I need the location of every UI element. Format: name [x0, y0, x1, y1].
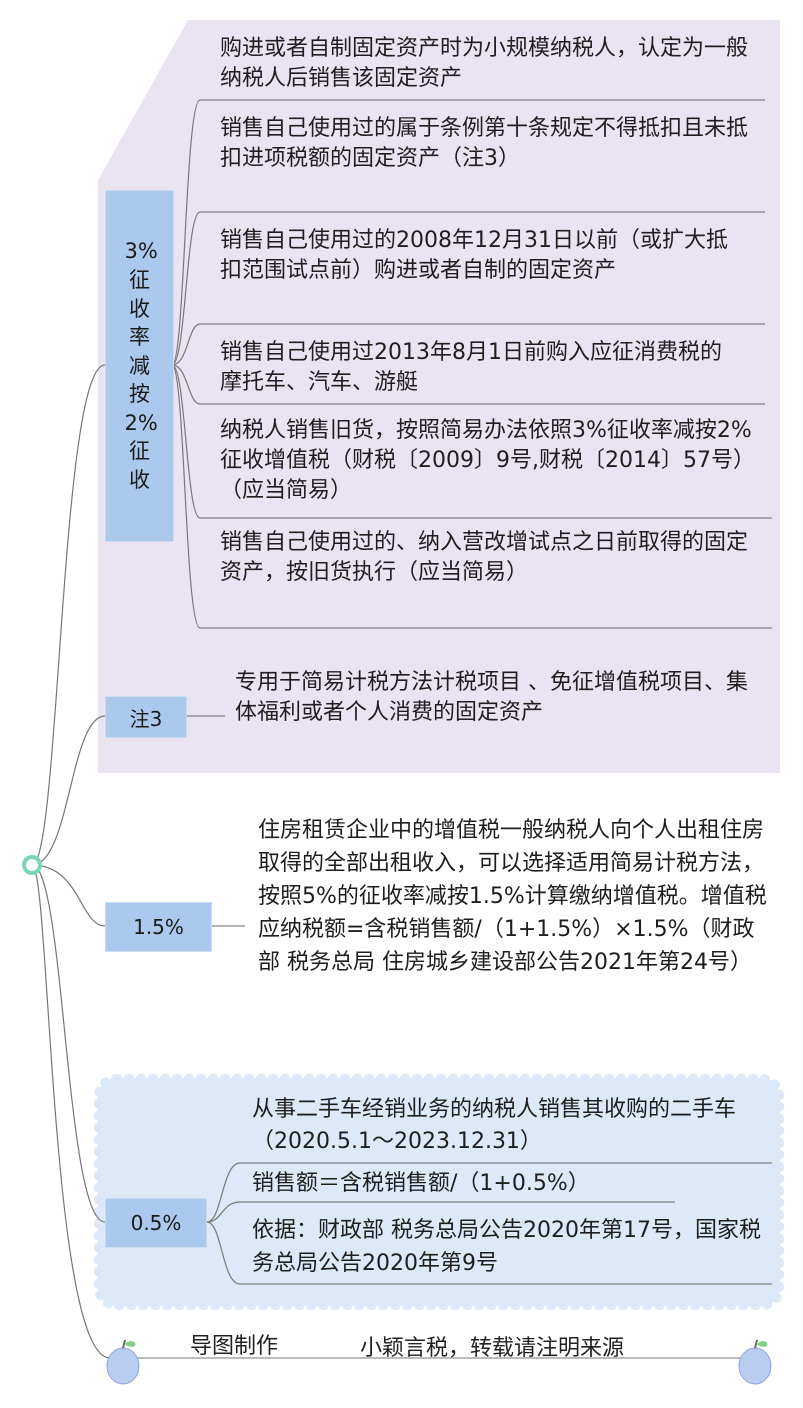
note3-text: 专用于简易计税方法计税项目 、免征增值税项目、集体福利或者个人消费的固定资产 — [235, 670, 748, 725]
note3-label: 注3 — [129, 706, 163, 731]
apple-icon — [738, 1339, 772, 1385]
branch-3pct-node[interactable]: 3%征收率减按2%征收 — [105, 190, 174, 542]
b05-connectors — [206, 1162, 241, 1285]
b05-item-3: 依据：财政部 税务总局公告2020年第17号，国家税务总局公告2020年第9号 — [252, 1218, 761, 1276]
note3-node[interactable]: 注3 — [105, 696, 187, 738]
branch-3pct-label: 3%征收率减按2%征收 — [124, 239, 158, 493]
b05-underlines — [240, 1162, 772, 1285]
group1-background — [98, 20, 780, 773]
root-connectors — [31, 364, 111, 1359]
branch-1-5pct-label: 1.5% — [133, 915, 184, 939]
b15-text: 住房租赁企业中的增值税一般纳税人向个人出租住房取得的全部出租收入，可以选择适用简… — [258, 818, 767, 975]
b3-item-4: 销售自己使用过2013年8月1日前购入应征消费税的摩托车、汽车、游艇 — [220, 340, 722, 395]
branch-0-5pct-label: 0.5% — [130, 1211, 182, 1235]
branch-1-5pct-node[interactable]: 1.5% — [105, 902, 212, 952]
b3-item-2: 销售自己使用过的属于条例第十条规定不得抵扣且未抵扣进项税额的固定资产（注3） — [220, 116, 749, 171]
b3-item-5: 纳税人销售旧货，按照简易办法依照3%征收率减按2%征收增值税（财税〔2009〕9… — [220, 418, 755, 503]
footer-left: 导图制作 — [190, 1334, 279, 1359]
b3-underlines — [200, 99, 772, 629]
b3-item-1: 购进或者自制固定资产时为小规模纳税人，认定为一般纳税人后销售该固定资产 — [220, 36, 749, 91]
apple-icon — [106, 1339, 140, 1385]
b3-item-3: 销售自己使用过的2008年12月31日以前（或扩大抵扣范围试点前）购进或者自制的… — [220, 228, 728, 283]
footer-right: 小颖言税，转载请注明来源 — [360, 1336, 625, 1361]
b05-item-1: 从事二手车经销业务的纳税人销售其收购的二手车（2020.5.1～2023.12.… — [252, 1097, 737, 1154]
b05-item-2: 销售额＝含税销售额/（1+0.5%） — [252, 1171, 590, 1196]
branch-0-5pct-node[interactable]: 0.5% — [105, 1198, 207, 1248]
root-node[interactable] — [22, 855, 42, 875]
b3-item-6: 销售自己使用过的、纳入营改增试点之日前取得的固定资产，按旧货执行（应当简易） — [220, 530, 749, 585]
b3-connectors — [171, 99, 201, 629]
group2-background — [94, 1074, 784, 1310]
